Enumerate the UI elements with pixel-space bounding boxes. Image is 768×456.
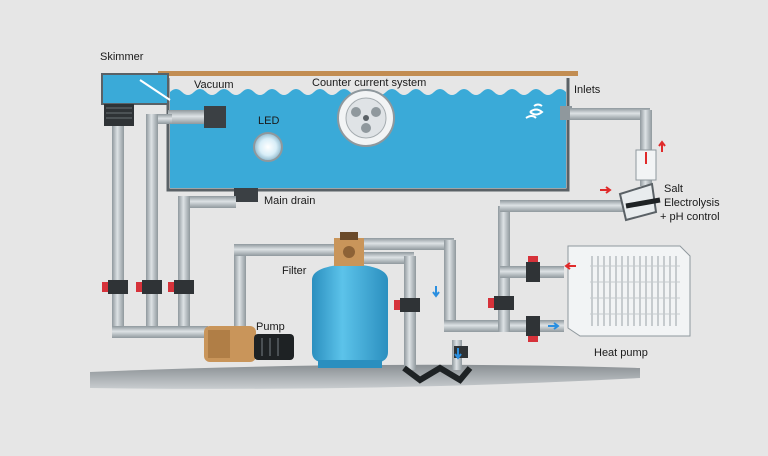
salt-cell bbox=[618, 149, 661, 222]
vacuum-valve bbox=[142, 280, 162, 294]
main-drain-fitting bbox=[234, 188, 258, 202]
main-drain-valve bbox=[174, 280, 194, 294]
skimmer bbox=[101, 73, 171, 126]
flow-arrow-waste bbox=[454, 348, 462, 360]
flow-arrow-to-heat-pump bbox=[548, 322, 560, 330]
led-light bbox=[253, 132, 283, 162]
flow-arrows bbox=[432, 140, 666, 360]
waste-valve bbox=[400, 298, 420, 312]
label-electrolysis: Electrolysis bbox=[664, 197, 720, 209]
label-ph-control: + pH control bbox=[660, 211, 720, 223]
heat-pump-inlet-valve bbox=[526, 262, 540, 282]
label-main-drain: Main drain bbox=[264, 195, 315, 207]
label-counter-current-system: Counter current system bbox=[312, 77, 426, 89]
label-salt: Salt bbox=[664, 183, 683, 195]
flow-arrow-from-heat-pump bbox=[564, 262, 576, 270]
inlet-jet bbox=[525, 103, 572, 120]
vacuum-fitting bbox=[168, 106, 226, 128]
label-vacuum: Vacuum bbox=[194, 79, 234, 91]
ground-slab bbox=[90, 364, 640, 389]
pump bbox=[204, 326, 294, 362]
label-pump: Pump bbox=[256, 321, 285, 333]
label-led: LED bbox=[258, 115, 279, 127]
pump-motor bbox=[254, 334, 294, 360]
water-surface-waves bbox=[170, 84, 566, 95]
valves bbox=[102, 256, 540, 358]
label-filter: Filter bbox=[282, 265, 307, 277]
sand-filter bbox=[312, 232, 388, 368]
pool-deck bbox=[158, 71, 578, 76]
heat-pump-outlet-valve bbox=[526, 316, 540, 336]
pool-wall bbox=[166, 78, 570, 192]
skimmer-valve bbox=[108, 280, 128, 294]
skimmer-basket bbox=[104, 104, 134, 126]
label-inlets: Inlets bbox=[574, 84, 601, 96]
flow-arrow-to-inlet bbox=[658, 140, 666, 152]
flow-arrow-to-salt-cell bbox=[600, 186, 612, 194]
bypass-valve bbox=[494, 296, 514, 310]
label-skimmer: Skimmer bbox=[100, 51, 144, 63]
heat-pump-unit bbox=[567, 245, 691, 337]
counter-current-unit bbox=[337, 89, 395, 147]
label-heat-pump: Heat pump bbox=[594, 347, 648, 359]
flow-arrow-down bbox=[432, 286, 440, 298]
